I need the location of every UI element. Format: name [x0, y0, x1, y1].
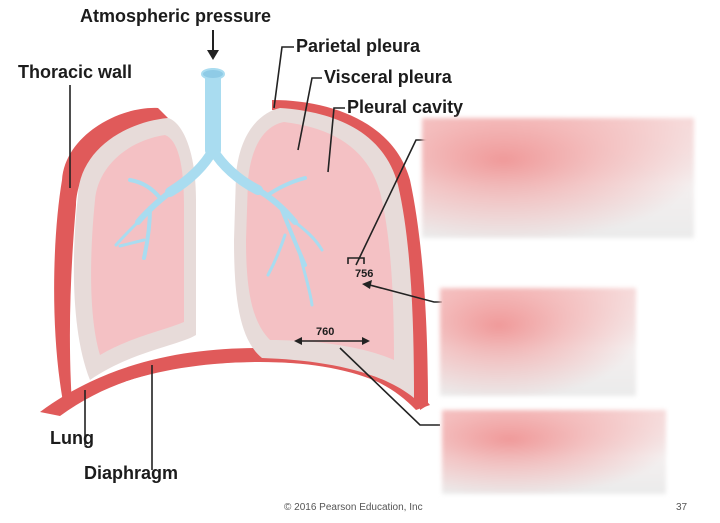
label-visceral-pleura: Visceral pleura: [324, 67, 452, 87]
arrow-756: [362, 280, 372, 289]
cavity-bracket: [347, 257, 365, 264]
label-pleural-cavity: Pleural cavity: [347, 97, 464, 117]
label-lung: Lung: [50, 428, 94, 448]
right-lung: [246, 122, 394, 360]
label-atmospheric-pressure: Atmospheric pressure: [80, 6, 272, 26]
leader-lines: [69, 46, 442, 470]
page-number: 37: [676, 502, 688, 513]
answer-box-3[interactable]: [442, 410, 666, 494]
answer-box-1[interactable]: [422, 118, 694, 238]
value-756: 756: [355, 268, 374, 280]
value-760: 760: [316, 326, 335, 338]
label-diaphragm: Diaphragm: [84, 463, 179, 483]
copyright-text: © 2016 Pearson Education, Inc: [284, 502, 423, 513]
answer-box-2[interactable]: [440, 288, 636, 396]
left-lung: [91, 135, 184, 355]
atmospheric-arrowhead: [207, 50, 219, 60]
label-parietal-pleura: Parietal pleura: [296, 36, 421, 56]
airway: [114, 68, 324, 307]
arrow-760-left: [294, 337, 302, 345]
label-thoracic-wall: Thoracic wall: [18, 62, 133, 82]
arrow-760-right: [362, 337, 370, 345]
trachea-opening: [201, 68, 225, 80]
